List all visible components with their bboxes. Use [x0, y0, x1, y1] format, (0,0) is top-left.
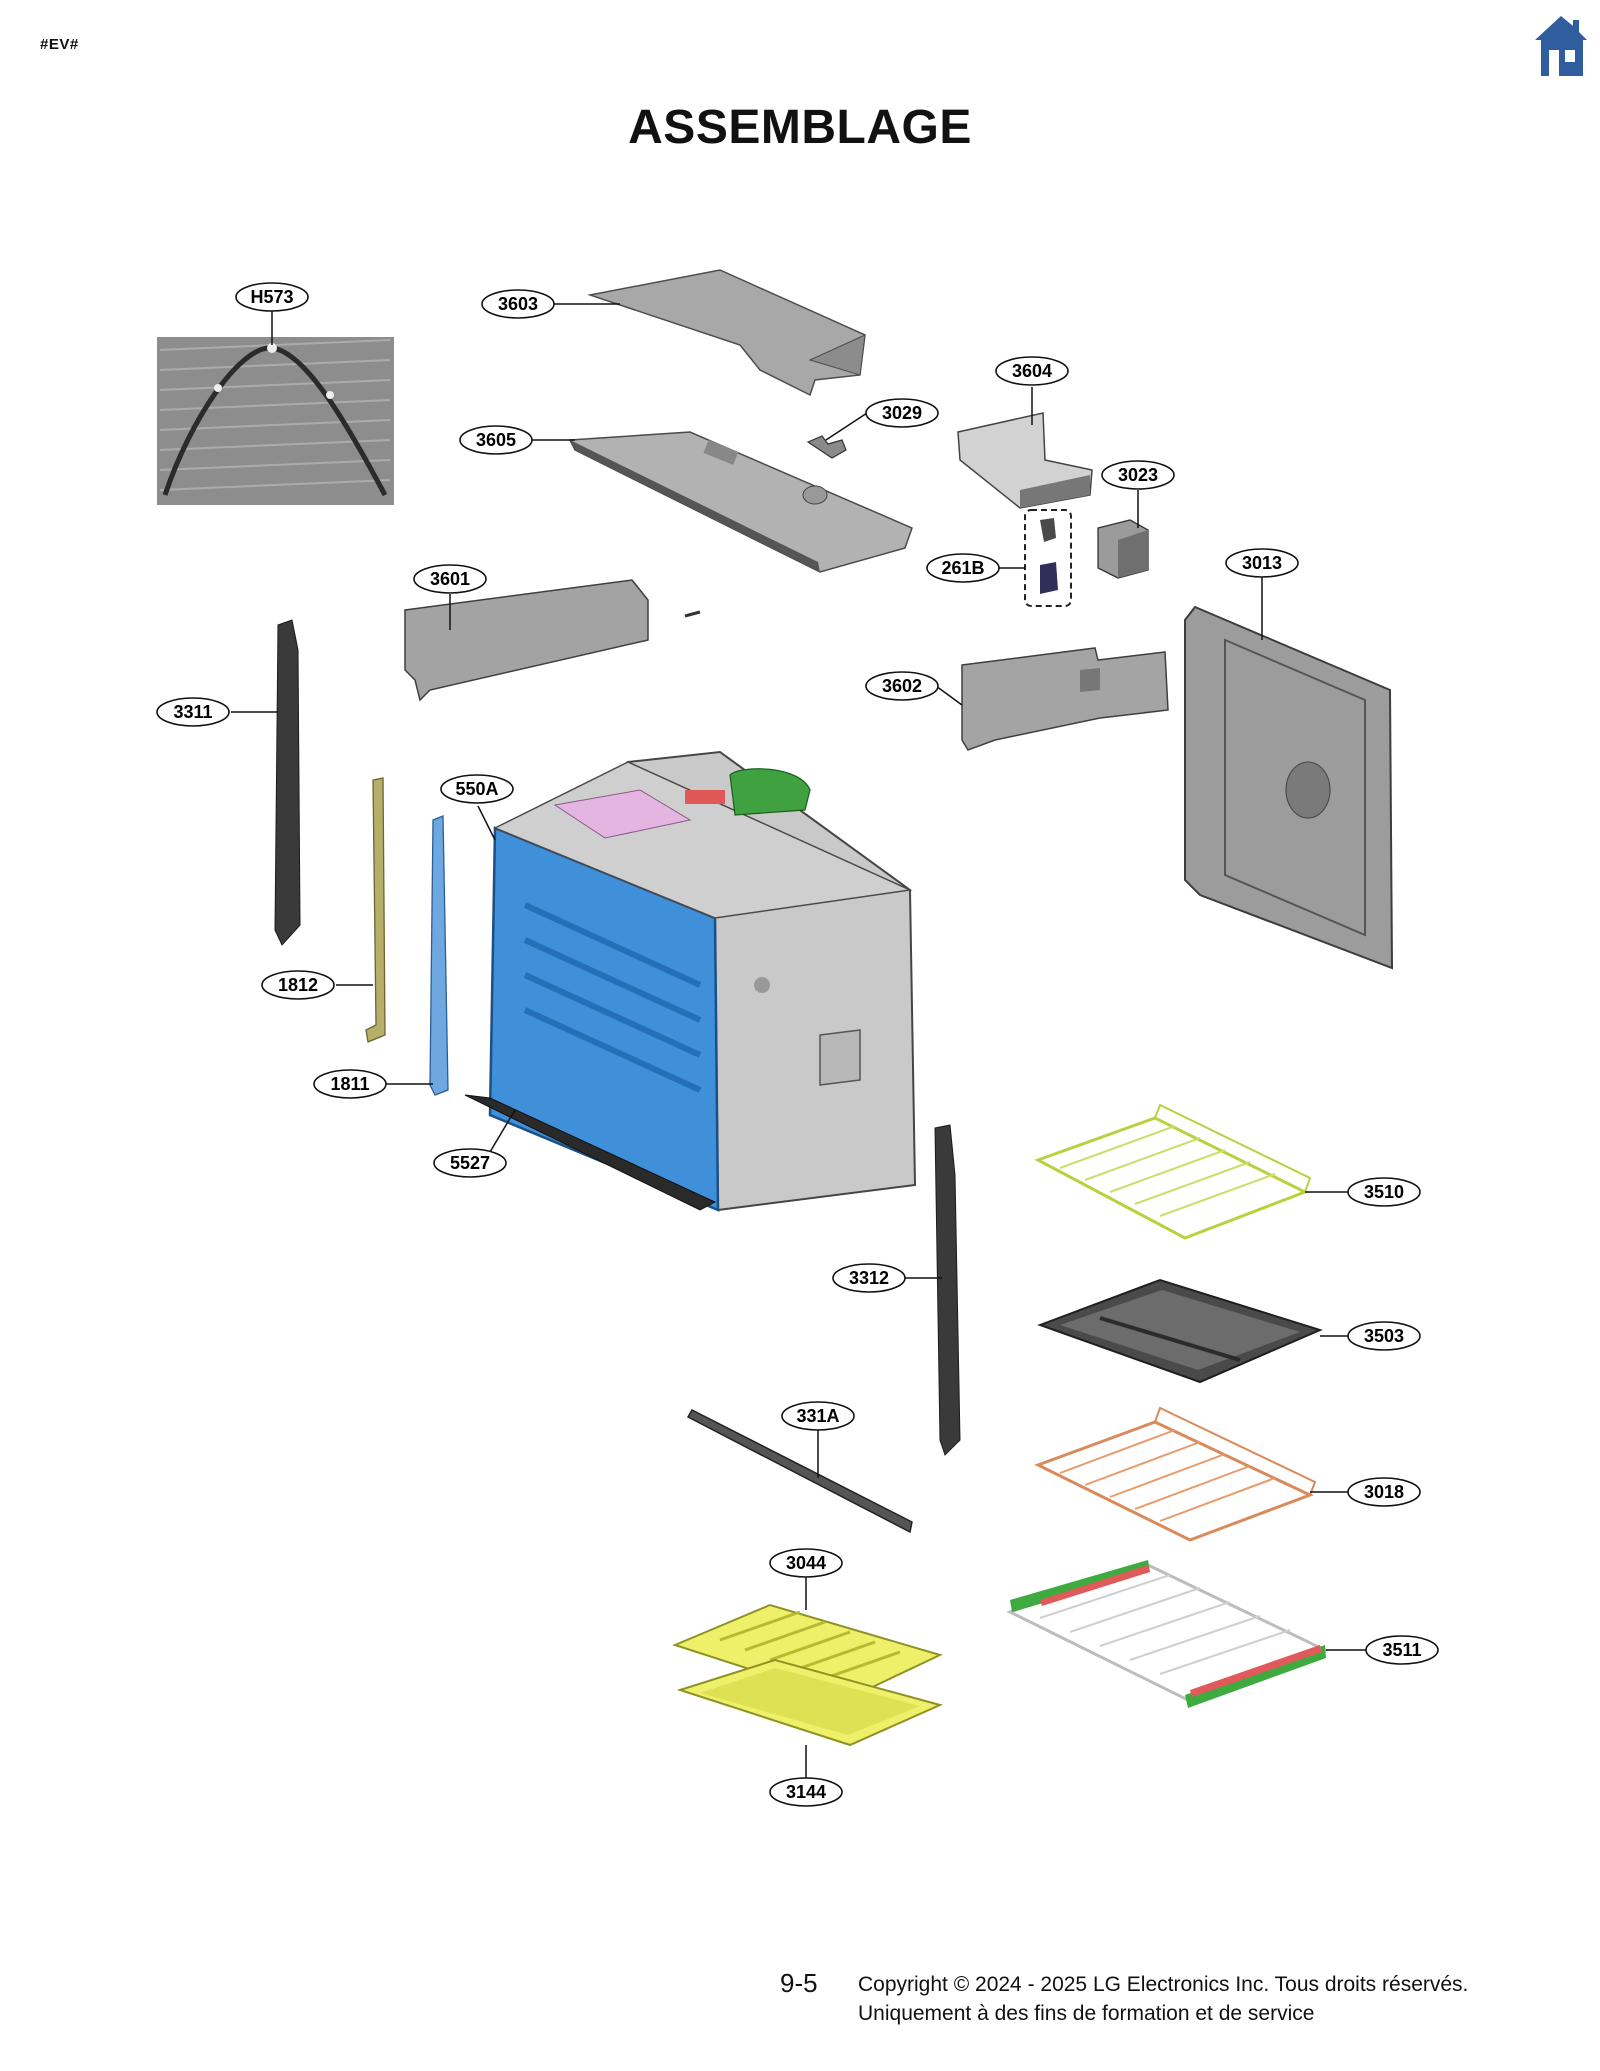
- callout-label: 3602: [882, 676, 922, 696]
- document-tag: #EV#: [40, 36, 79, 53]
- part-331a-bar: [686, 1409, 913, 1534]
- callout-3023: 3023: [1101, 460, 1175, 490]
- callout-label: 3144: [786, 1782, 826, 1802]
- callout-label: 3601: [430, 569, 470, 589]
- callout-3602: 3602: [865, 671, 939, 701]
- callout-label: 3603: [498, 294, 538, 314]
- copyright-line-2: Uniquement à des fins de formation et de…: [858, 2002, 1315, 2025]
- callout-label: 3044: [786, 1553, 826, 1573]
- callout-3604: 3604: [995, 356, 1069, 386]
- callout-3312: 3312: [832, 1263, 906, 1293]
- callout-3601: 3601: [413, 564, 487, 594]
- leader-lines: [231, 303, 1366, 1778]
- part-3144-broiler-pan: [676, 1658, 943, 1747]
- part-1811-rail: [429, 815, 449, 1096]
- part-3603-top-cover: [587, 269, 866, 397]
- part-3311-left-rail: [274, 619, 301, 946]
- callout-3029: 3029: [865, 398, 939, 428]
- part-3601-side-panel: [404, 579, 701, 702]
- callout-label: 261B: [941, 558, 984, 578]
- callout-label: 1811: [330, 1074, 369, 1094]
- callout-label: 3312: [849, 1268, 889, 1288]
- callout-label: 5527: [450, 1153, 490, 1173]
- part-5527-trim: [464, 1094, 717, 1211]
- callout-3605: 3605: [459, 425, 533, 455]
- part-261b-switches: [1024, 509, 1072, 607]
- page-title: ASSEMBLAGE: [628, 101, 972, 154]
- callout-1811: 1811: [313, 1069, 387, 1099]
- callout-3503: 3503: [1347, 1321, 1421, 1351]
- part-h573-harness: [157, 337, 394, 505]
- callout-label: H573: [250, 287, 293, 307]
- callout-3510: 3510: [1347, 1177, 1421, 1207]
- callout-261b: 261B: [926, 553, 1000, 583]
- part-3602-side-panel: [961, 647, 1169, 751]
- part-3013-rear-panel: [1184, 605, 1394, 970]
- callout-1812: 1812: [261, 970, 335, 1000]
- callout-h573: H573: [235, 282, 309, 312]
- callout-3013: 3013: [1225, 548, 1299, 578]
- callout-550a: 550A: [440, 774, 514, 804]
- callout-label: 3511: [1382, 1640, 1421, 1660]
- callout-label: 3503: [1364, 1326, 1404, 1346]
- callout-label: 1812: [278, 975, 318, 995]
- callout-label: 3604: [1012, 361, 1052, 381]
- part-3503-basket: [1037, 1278, 1323, 1384]
- callout-label: 3510: [1364, 1182, 1404, 1202]
- callout-3511: 3511: [1365, 1635, 1439, 1665]
- part-3604-bracket: [957, 412, 1093, 509]
- part-3312-right-rail: [934, 1124, 961, 1456]
- part-3510-rack: [1034, 1103, 1312, 1240]
- callout-3144: 3144: [769, 1777, 843, 1807]
- home-button[interactable]: [1533, 14, 1589, 78]
- callout-5527: 5527: [433, 1148, 507, 1178]
- footer-copyright: Copyright © 2024 - 2025 LG Electronics I…: [858, 1970, 1468, 2028]
- part-3029-clip: [806, 435, 847, 459]
- callout-label: 3311: [173, 702, 212, 722]
- callout-3018: 3018: [1347, 1477, 1421, 1507]
- exploded-assembly-diagram: H573 3603 3029 3604 3605 3023 261B 3013 …: [156, 269, 1439, 1807]
- callout-label: 3023: [1118, 465, 1158, 485]
- callout-label: 3605: [476, 430, 516, 450]
- callout-label: 331A: [796, 1406, 839, 1426]
- callout-label: 3018: [1364, 1482, 1404, 1502]
- copyright-line-1: Copyright © 2024 - 2025 LG Electronics I…: [858, 1973, 1469, 1996]
- home-icon: [1535, 16, 1587, 76]
- part-3605-duct: [568, 431, 913, 573]
- callout-label: 3013: [1242, 553, 1282, 573]
- part-3018-rack: [1034, 1406, 1317, 1542]
- callout-label: 550A: [455, 779, 498, 799]
- callout-331a: 331A: [781, 1401, 855, 1431]
- part-3511-glide-rack: [1006, 1560, 1329, 1708]
- callout-label: 3029: [882, 403, 922, 423]
- callout-3603: 3603: [481, 289, 555, 319]
- callout-3044: 3044: [769, 1548, 843, 1578]
- part-3023-block: [1097, 519, 1149, 579]
- part-1812-rail: [365, 777, 386, 1043]
- page-number: 9-5: [780, 1968, 818, 1998]
- part-oven-cavity: [488, 750, 917, 1212]
- callout-3311: 3311: [156, 697, 230, 727]
